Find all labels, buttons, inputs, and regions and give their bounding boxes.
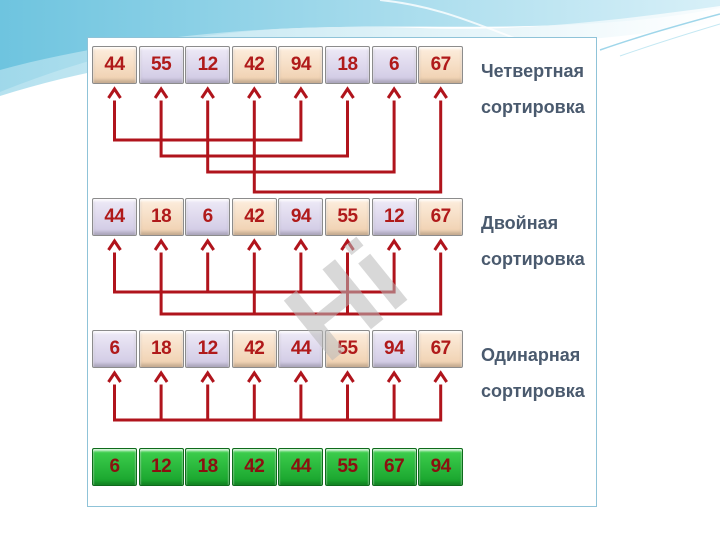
array-cell: 94 — [371, 330, 417, 368]
step-label: Одинарная — [481, 345, 581, 365]
arrow-head — [247, 370, 262, 383]
arrow-head — [340, 86, 355, 99]
arrow-head — [107, 86, 122, 99]
group-bracket — [113, 252, 396, 294]
arrow-head — [433, 238, 448, 251]
array-cell: 12 — [185, 330, 231, 368]
array-cell: 6 — [92, 330, 137, 368]
array-cell: 42 — [231, 198, 277, 236]
array-cell: 44 — [278, 448, 324, 486]
array-cell: 94 — [278, 198, 324, 236]
array-cell: 6 — [371, 46, 417, 84]
array-cell: 6 — [185, 198, 231, 236]
arrow-head — [153, 238, 169, 251]
array-cell: 67 — [418, 198, 464, 236]
group-bracket — [206, 100, 396, 174]
arrow-head — [153, 370, 169, 383]
array-cell: 12 — [185, 46, 231, 84]
array-cell: 44 — [92, 198, 137, 236]
array-cell: 12 — [371, 198, 417, 236]
step-label: сортировка — [481, 97, 585, 117]
array-cell: 55 — [325, 448, 370, 486]
array-cell: 18 — [325, 46, 370, 84]
array-cell: 18 — [185, 448, 231, 486]
arrow-head — [293, 238, 309, 251]
array-cell: 42 — [231, 46, 277, 84]
arrow-head — [107, 238, 122, 251]
array-cell: 67 — [418, 46, 464, 84]
arrow-head — [433, 86, 448, 99]
arrow-head — [386, 86, 402, 99]
array-cell: 67 — [371, 448, 417, 486]
array-cell: 18 — [138, 198, 184, 236]
arrow-head — [153, 86, 169, 99]
arrow-head — [340, 370, 355, 383]
arrow-head — [433, 370, 448, 383]
arrow-head — [200, 370, 215, 383]
step-label: сортировка — [481, 249, 585, 269]
array-cell: 44 — [278, 330, 324, 368]
array-cell: 94 — [278, 46, 324, 84]
array-cell: 55 — [138, 46, 184, 84]
array-cell: 18 — [138, 330, 184, 368]
arrow-head — [386, 370, 402, 383]
step-label: Четвертная — [481, 61, 585, 81]
arrow-head — [340, 238, 355, 251]
group-bracket — [113, 384, 443, 422]
arrow-head — [293, 370, 309, 383]
array-cell: 44 — [92, 46, 137, 84]
array-cell: 94 — [418, 448, 464, 486]
arrow-head — [247, 238, 262, 251]
arrow-head — [293, 86, 309, 99]
arrow-head — [386, 238, 402, 251]
array-cell: 42 — [231, 330, 277, 368]
group-bracket — [159, 252, 443, 316]
array-cell: 6 — [92, 448, 137, 486]
arrow-head — [200, 238, 215, 251]
arrows-layer — [107, 86, 448, 422]
array-cell: 67 — [418, 330, 464, 368]
array-cell: 55 — [325, 198, 370, 236]
step-label: Двойная — [481, 213, 559, 233]
arrow-head — [247, 86, 262, 99]
array-cell: 12 — [138, 448, 184, 486]
arrow-head — [200, 86, 215, 99]
array-cell: 55 — [325, 330, 370, 368]
arrow-head — [107, 370, 122, 383]
group-bracket — [252, 100, 443, 194]
step-label: сортировка — [481, 381, 585, 401]
array-cell: 42 — [231, 448, 277, 486]
